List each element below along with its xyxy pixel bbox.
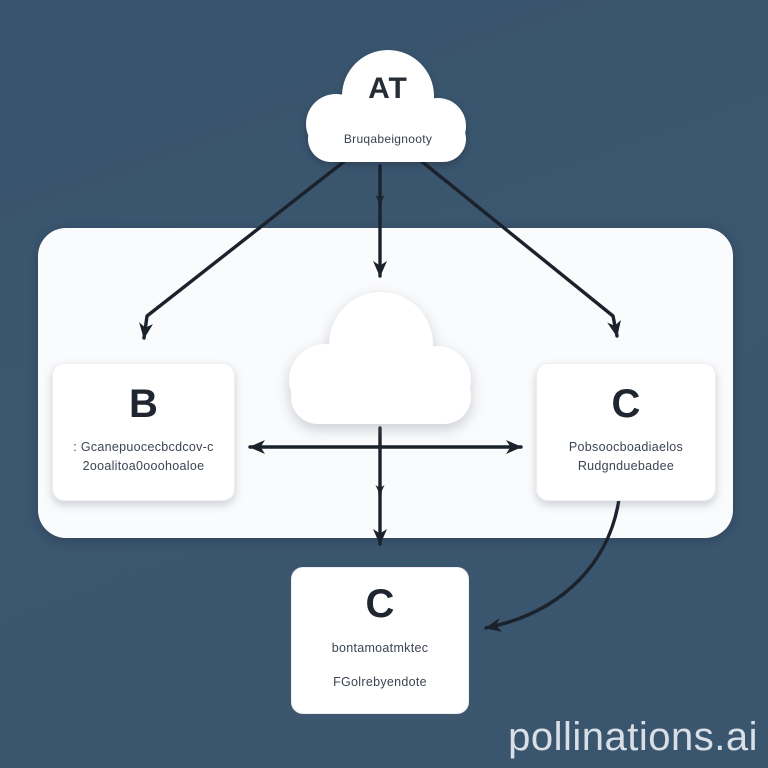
box-c-bottom-line2: FGolrebyendote [333, 674, 427, 689]
box-c-bottom-line1: bontamoatmktec [331, 641, 429, 655]
top-cloud-subtitle: Bruqabeignooty [343, 132, 433, 146]
box-c-right-line1: Pobsoocboadiaelos [568, 440, 684, 454]
cloud-icon [289, 292, 471, 424]
box-c-bottom-letter: C [365, 582, 395, 626]
node-box-b: B : Gcanepuocecbcdcov-c 2ooalitoa0ooohoa… [52, 363, 235, 501]
watermark-text: pollinations.ai [508, 715, 758, 759]
box-b-line1: : Gcanepuocecbcdcov-c [73, 440, 214, 454]
top-cloud-node: AT Bruqabeignooty [300, 44, 476, 170]
box-b-letter: B [129, 382, 158, 426]
box-c-right-letter: C [611, 382, 641, 426]
cloud-icon [306, 50, 466, 162]
middle-cloud-node [281, 286, 483, 438]
box-c-right-line2: Rudgnduebadee [577, 459, 675, 474]
box-b-line2: 2ooalitoa0ooohoaloe [82, 459, 205, 474]
node-box-c-right: C Pobsoocboadiaelos Rudgnduebadee [536, 363, 716, 501]
node-box-c-bottom: C bontamoatmktec FGolrebyendote [291, 567, 469, 714]
top-cloud-title: AT [368, 72, 408, 105]
